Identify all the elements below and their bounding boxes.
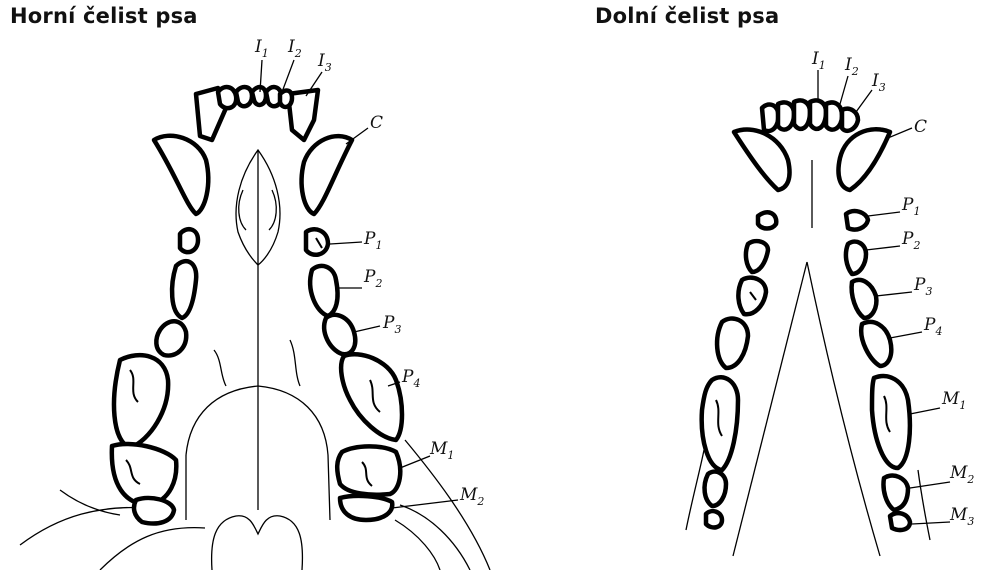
lower-label-m2: M2 — [949, 463, 974, 486]
upper-left-canine — [154, 136, 208, 214]
lower-label-i3: I3 — [871, 71, 886, 94]
upper-label-i1: I1 — [254, 37, 269, 60]
lower-right-p3 — [852, 280, 877, 318]
upper-label-p4: P4 — [401, 367, 420, 390]
lower-left-m3 — [706, 511, 722, 527]
lower-label-c: C — [914, 117, 927, 137]
lower-left-m2 — [705, 472, 726, 506]
lower-right-m1 — [872, 376, 910, 468]
lower-right-canine — [838, 129, 890, 190]
upper-left-p4 — [114, 355, 168, 448]
lower-right-p4 — [861, 322, 891, 366]
lower-label-p4: P4 — [923, 315, 942, 338]
lower-left-p4 — [717, 318, 748, 368]
upper-right-p2 — [310, 266, 337, 316]
upper-label-i3: I3 — [317, 51, 332, 74]
upper-left-p1 — [180, 229, 198, 252]
lower-jaw-drawing: I1 I2 I3 C P1 P2 P3 P4 M1 M2 M3 — [686, 49, 974, 556]
lower-incisors — [762, 100, 858, 131]
lower-left-p2 — [746, 241, 768, 272]
upper-left-p2 — [172, 261, 196, 318]
upper-jaw-drawing: I1 I2 I3 C P1 P2 P3 P4 M1 M2 — [20, 37, 490, 570]
upper-right-m2 — [340, 496, 392, 520]
lower-label-p1: P1 — [901, 195, 920, 218]
lower-left-m1 — [702, 377, 738, 470]
upper-label-p2: P2 — [363, 267, 382, 290]
lower-right-m2 — [883, 476, 908, 510]
upper-right-p3 — [324, 315, 355, 354]
upper-label-p1: P1 — [363, 229, 382, 252]
upper-right-p1 — [306, 229, 328, 255]
upper-label-p3: P3 — [382, 313, 401, 336]
upper-label-m2: M2 — [459, 485, 484, 508]
upper-right-m1 — [337, 446, 400, 494]
upper-label-m1: M1 — [429, 439, 454, 462]
upper-left-m2 — [134, 498, 174, 523]
upper-left-m1 — [112, 444, 176, 505]
upper-label-c: C — [370, 113, 383, 133]
upper-incisors — [196, 87, 318, 140]
upper-left-p3 — [156, 321, 186, 355]
lower-left-p1 — [758, 212, 776, 228]
lower-right-p2 — [846, 242, 866, 274]
lower-right-p1 — [846, 211, 868, 229]
lower-label-i2: I2 — [844, 55, 859, 78]
lower-left-canine — [734, 130, 790, 190]
lower-label-i1: I1 — [811, 49, 826, 72]
lower-right-m3 — [890, 513, 910, 530]
lower-label-m3: M3 — [949, 505, 974, 528]
lower-label-p3: P3 — [913, 275, 932, 298]
upper-right-p4 — [341, 354, 402, 440]
lower-label-m1: M1 — [941, 389, 966, 412]
upper-palate-lines — [20, 150, 490, 570]
upper-right-canine — [302, 136, 352, 214]
lower-label-p2: P2 — [901, 229, 920, 252]
upper-label-i2: I2 — [287, 37, 302, 60]
